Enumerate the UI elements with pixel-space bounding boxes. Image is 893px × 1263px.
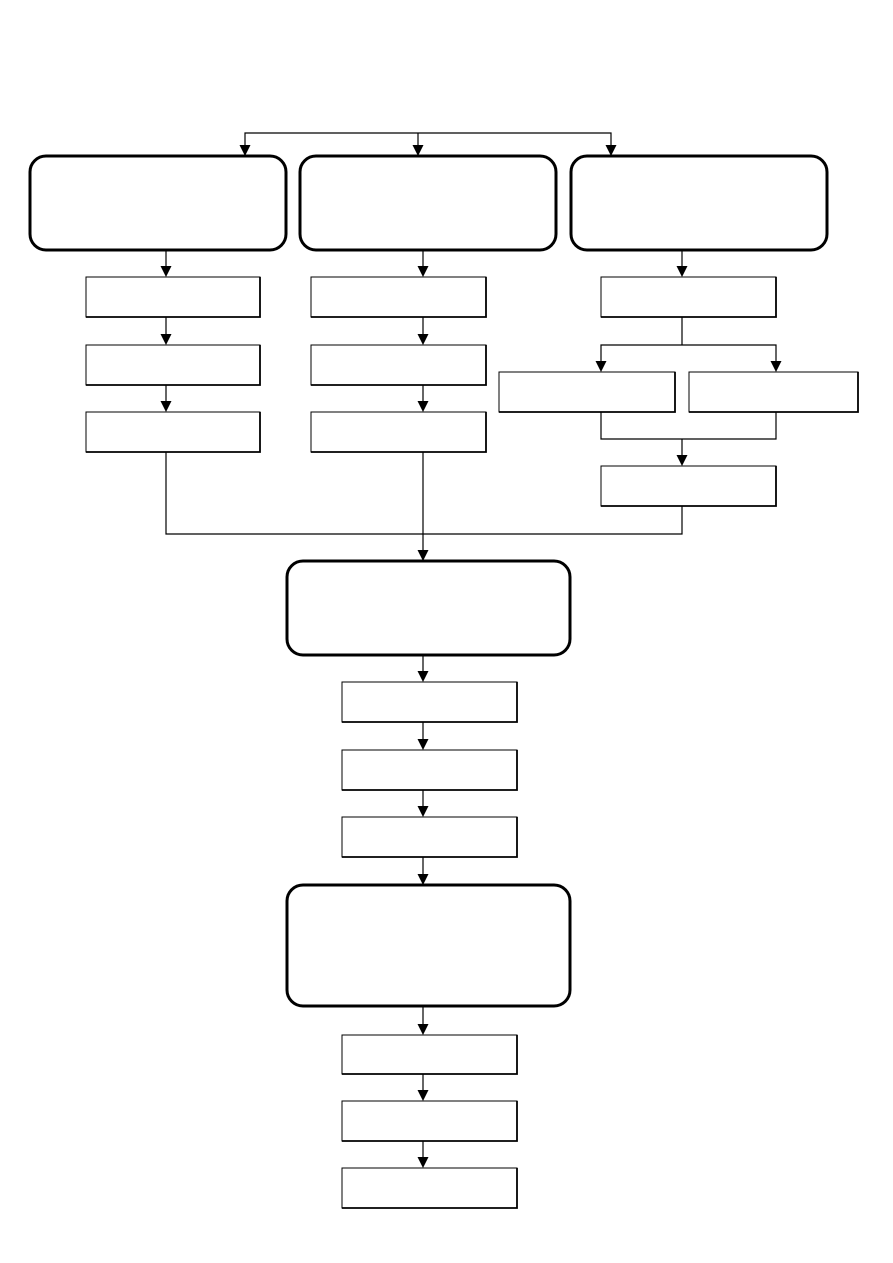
arrowhead-step-3b-right xyxy=(770,361,782,372)
arrowhead-to-major-2 xyxy=(412,145,424,156)
join-bus xyxy=(600,412,777,440)
step-2b-edge-shadow xyxy=(311,345,487,386)
top-bus-line xyxy=(244,132,612,145)
node-final-stage xyxy=(285,883,572,1008)
major-2-shape xyxy=(298,154,558,252)
step-3b-left-edge-shadow xyxy=(499,372,676,413)
arrowheads xyxy=(160,145,782,1168)
step-1b-shape xyxy=(85,344,261,386)
node-step-1c xyxy=(85,411,261,453)
node-step-4b xyxy=(341,749,518,791)
arrowhead-step-1a xyxy=(160,266,172,277)
step-4b-edge-shadow xyxy=(342,750,518,791)
step-2c-edge-shadow xyxy=(311,412,487,453)
step-3a-shape xyxy=(600,276,777,318)
merge-bus xyxy=(165,452,683,535)
step-3c-edge-shadow xyxy=(601,466,777,507)
nodes xyxy=(28,154,859,1209)
step-4c-edge-shadow xyxy=(342,817,518,858)
step-1a-edge-shadow xyxy=(86,277,261,318)
node-step-2b xyxy=(310,344,487,386)
step-1c-edge-shadow xyxy=(86,412,261,453)
step-1a-shape xyxy=(85,276,261,318)
arrowhead-step-5c xyxy=(417,1157,429,1168)
step-2b-shape xyxy=(310,344,487,386)
arrowhead-step-2b xyxy=(417,334,429,345)
node-step-5c xyxy=(341,1167,518,1209)
node-step-5a xyxy=(341,1034,518,1075)
arrowhead-final-stage xyxy=(417,874,429,885)
step-3a-edge-shadow xyxy=(601,277,777,318)
arrowhead-step-3a xyxy=(676,266,688,277)
step-5a-edge-shadow xyxy=(342,1035,518,1075)
node-step-3c xyxy=(600,465,777,507)
arrowhead-step-5a xyxy=(417,1024,429,1035)
node-step-1a xyxy=(85,276,261,318)
arrowhead-step-5b xyxy=(417,1090,429,1101)
node-step-1b xyxy=(85,344,261,386)
node-step-5b xyxy=(341,1100,518,1142)
major-1-shape xyxy=(28,154,288,252)
step-4b-shape xyxy=(341,749,518,791)
node-major-2 xyxy=(298,154,558,252)
step-5b-shape xyxy=(341,1100,518,1142)
node-major-1 xyxy=(28,154,288,252)
split-bus xyxy=(600,344,777,361)
arrowhead-to-major-3 xyxy=(605,145,617,156)
merge-stage-shape xyxy=(285,559,572,657)
step-1b-edge-shadow xyxy=(86,345,261,386)
node-step-2c xyxy=(310,411,487,453)
node-step-3b-right xyxy=(688,371,859,413)
step-4a-edge-shadow xyxy=(342,682,518,723)
step-2c-shape xyxy=(310,411,487,453)
node-major-3 xyxy=(569,154,829,252)
connectors xyxy=(165,132,777,1157)
node-step-4a xyxy=(341,681,518,723)
node-step-3a xyxy=(600,276,777,318)
step-1c-shape xyxy=(85,411,261,453)
step-3b-left-shape xyxy=(498,371,676,413)
final-stage-shape xyxy=(285,883,572,1008)
arrowhead-step-3b-left xyxy=(595,361,607,372)
major-3-shape xyxy=(569,154,829,252)
step-5a-shape xyxy=(341,1034,518,1075)
node-step-3b-left xyxy=(498,371,676,413)
arrowhead-to-major-1 xyxy=(239,145,251,156)
step-5b-edge-shadow xyxy=(342,1101,518,1142)
arrowhead-step-2a xyxy=(417,266,429,277)
arrowhead-step-1c xyxy=(160,401,172,412)
step-2a-edge-shadow xyxy=(311,277,487,318)
step-3b-right-edge-shadow xyxy=(689,372,859,413)
step-3c-shape xyxy=(600,465,777,507)
step-5c-shape xyxy=(341,1167,518,1209)
step-4a-shape xyxy=(341,681,518,723)
arrowhead-step-4c xyxy=(417,806,429,817)
node-merge-stage xyxy=(285,559,572,657)
node-step-4c xyxy=(341,816,518,858)
arrowhead-merge-stage xyxy=(417,550,429,561)
arrowhead-step-3c xyxy=(676,455,688,466)
step-5c-edge-shadow xyxy=(342,1168,518,1209)
arrowhead-step-4a xyxy=(417,671,429,682)
arrowhead-step-4b xyxy=(417,739,429,750)
step-2a-shape xyxy=(310,276,487,318)
arrowhead-step-1b xyxy=(160,334,172,345)
node-step-2a xyxy=(310,276,487,318)
arrowhead-step-2c xyxy=(417,401,429,412)
step-4c-shape xyxy=(341,816,518,858)
step-3b-right-shape xyxy=(688,371,859,413)
